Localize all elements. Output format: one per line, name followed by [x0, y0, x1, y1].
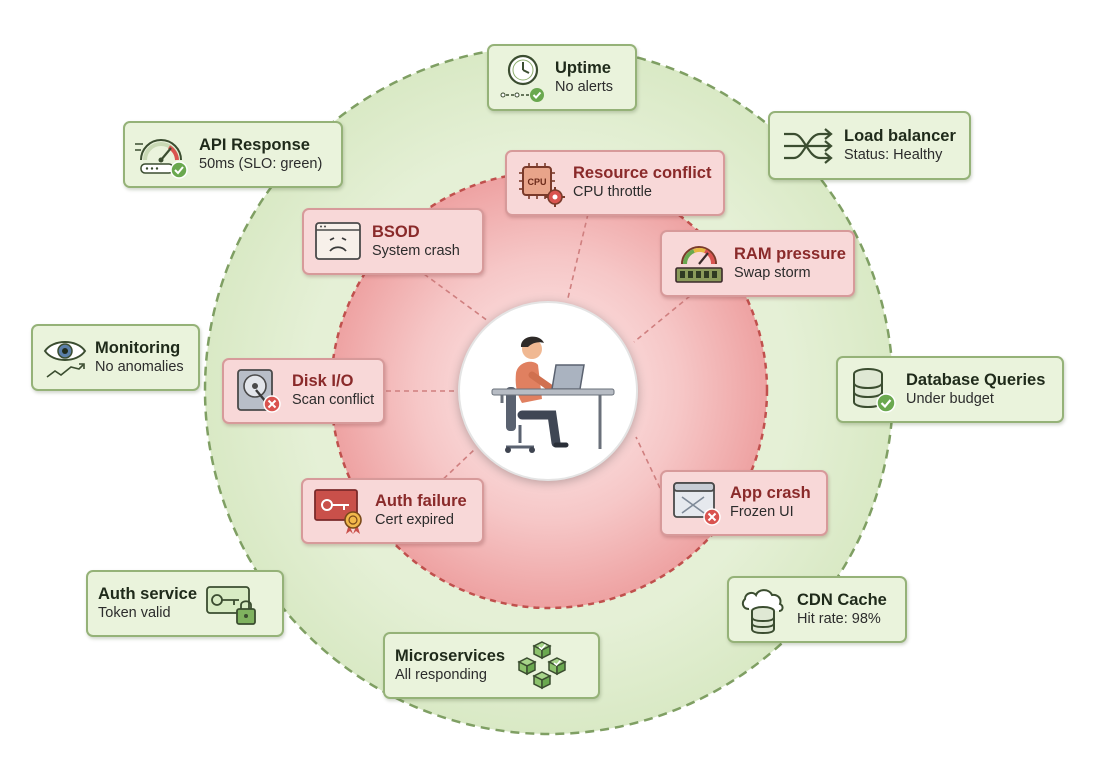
cloud-database-icon	[741, 588, 784, 634]
api-response-subtitle: 50ms (SLO: green)	[199, 155, 323, 172]
card-auth-service[interactable]: Auth service Token valid	[86, 570, 284, 637]
auth-failure-title: Auth failure	[375, 492, 467, 511]
app-crash-title: App crash	[730, 484, 811, 503]
api-response-title: API Response	[199, 135, 310, 154]
microservices-subtitle: All responding	[395, 666, 487, 683]
database-queries-subtitle: Under budget	[906, 390, 994, 407]
monitoring-subtitle: No anomalies	[95, 358, 184, 375]
load-balancer-title: Load balancer	[844, 126, 956, 145]
eye-trend-icon	[43, 340, 87, 378]
person-at-laptop-icon	[491, 336, 615, 453]
disk-io-title: Disk I/O	[292, 372, 354, 391]
hard-disk-error-icon	[237, 369, 281, 413]
gauge-check-icon	[135, 138, 188, 179]
key-card-lock-icon	[206, 585, 256, 625]
clock-check-icon	[500, 54, 544, 102]
ram-pressure-title: RAM pressure	[734, 244, 846, 263]
auth-service-subtitle: Token valid	[98, 604, 171, 621]
sad-window-icon	[315, 221, 361, 260]
ram-gauge-icon	[675, 245, 723, 283]
card-disk-io[interactable]: Disk I/O Scan conflict	[222, 358, 385, 424]
card-bsod[interactable]: BSOD System crash	[302, 208, 484, 275]
resource-conflict-title: Resource conflict	[573, 164, 712, 183]
uptime-subtitle: No alerts	[555, 78, 614, 95]
app-crash-subtitle: Frozen UI	[730, 504, 794, 521]
database-queries-title: Database Queries	[906, 370, 1046, 389]
resource-conflict-subtitle: CPU throttle	[573, 184, 652, 201]
cubes-network-icon	[517, 640, 567, 689]
shuffle-arrows-icon	[784, 127, 833, 164]
card-resource-conflict[interactable]: CPU Resource conflict CPU throttle	[505, 150, 725, 216]
bsod-subtitle: System crash	[372, 242, 460, 259]
auth-service-title: Auth service	[98, 584, 198, 603]
cdn-cache-title: CDN Cache	[797, 590, 887, 609]
monitoring-title: Monitoring	[95, 338, 181, 357]
cpu-chip-gear-icon: CPU	[519, 163, 565, 207]
card-auth-failure[interactable]: Auth failure Cert expired	[301, 478, 484, 544]
card-monitoring[interactable]: Monitoring No anomalies	[31, 324, 200, 391]
auth-failure-subtitle: Cert expired	[375, 512, 454, 529]
cdn-cache-subtitle: Hit rate: 98%	[797, 610, 881, 627]
microservices-title: Microservices	[395, 646, 506, 665]
card-app-crash[interactable]: App crash Frozen UI	[660, 470, 828, 536]
cpu-chip-label: CPU	[527, 177, 546, 187]
card-uptime[interactable]: Uptime No alerts	[487, 44, 637, 111]
card-load-balancer[interactable]: Load balancer Status: Healthy	[768, 111, 971, 180]
uptime-title: Uptime	[555, 58, 611, 77]
key-certificate-icon	[314, 489, 362, 534]
card-cdn-cache[interactable]: CDN Cache Hit rate: 98%	[727, 576, 907, 643]
crashed-window-icon	[673, 482, 721, 526]
database-check-icon	[853, 367, 896, 413]
bsod-title: BSOD	[372, 222, 420, 241]
card-microservices[interactable]: Microservices All responding	[383, 632, 600, 699]
ram-pressure-subtitle: Swap storm	[734, 264, 811, 281]
card-api-response[interactable]: API Response 50ms (SLO: green)	[123, 121, 343, 188]
card-ram-pressure[interactable]: RAM pressure Swap storm	[660, 230, 855, 297]
center-user-badge	[458, 301, 638, 481]
disk-io-subtitle: Scan conflict	[292, 392, 375, 409]
card-database-queries[interactable]: Database Queries Under budget	[836, 356, 1064, 423]
load-balancer-subtitle: Status: Healthy	[844, 146, 943, 163]
connectors	[386, 213, 691, 489]
